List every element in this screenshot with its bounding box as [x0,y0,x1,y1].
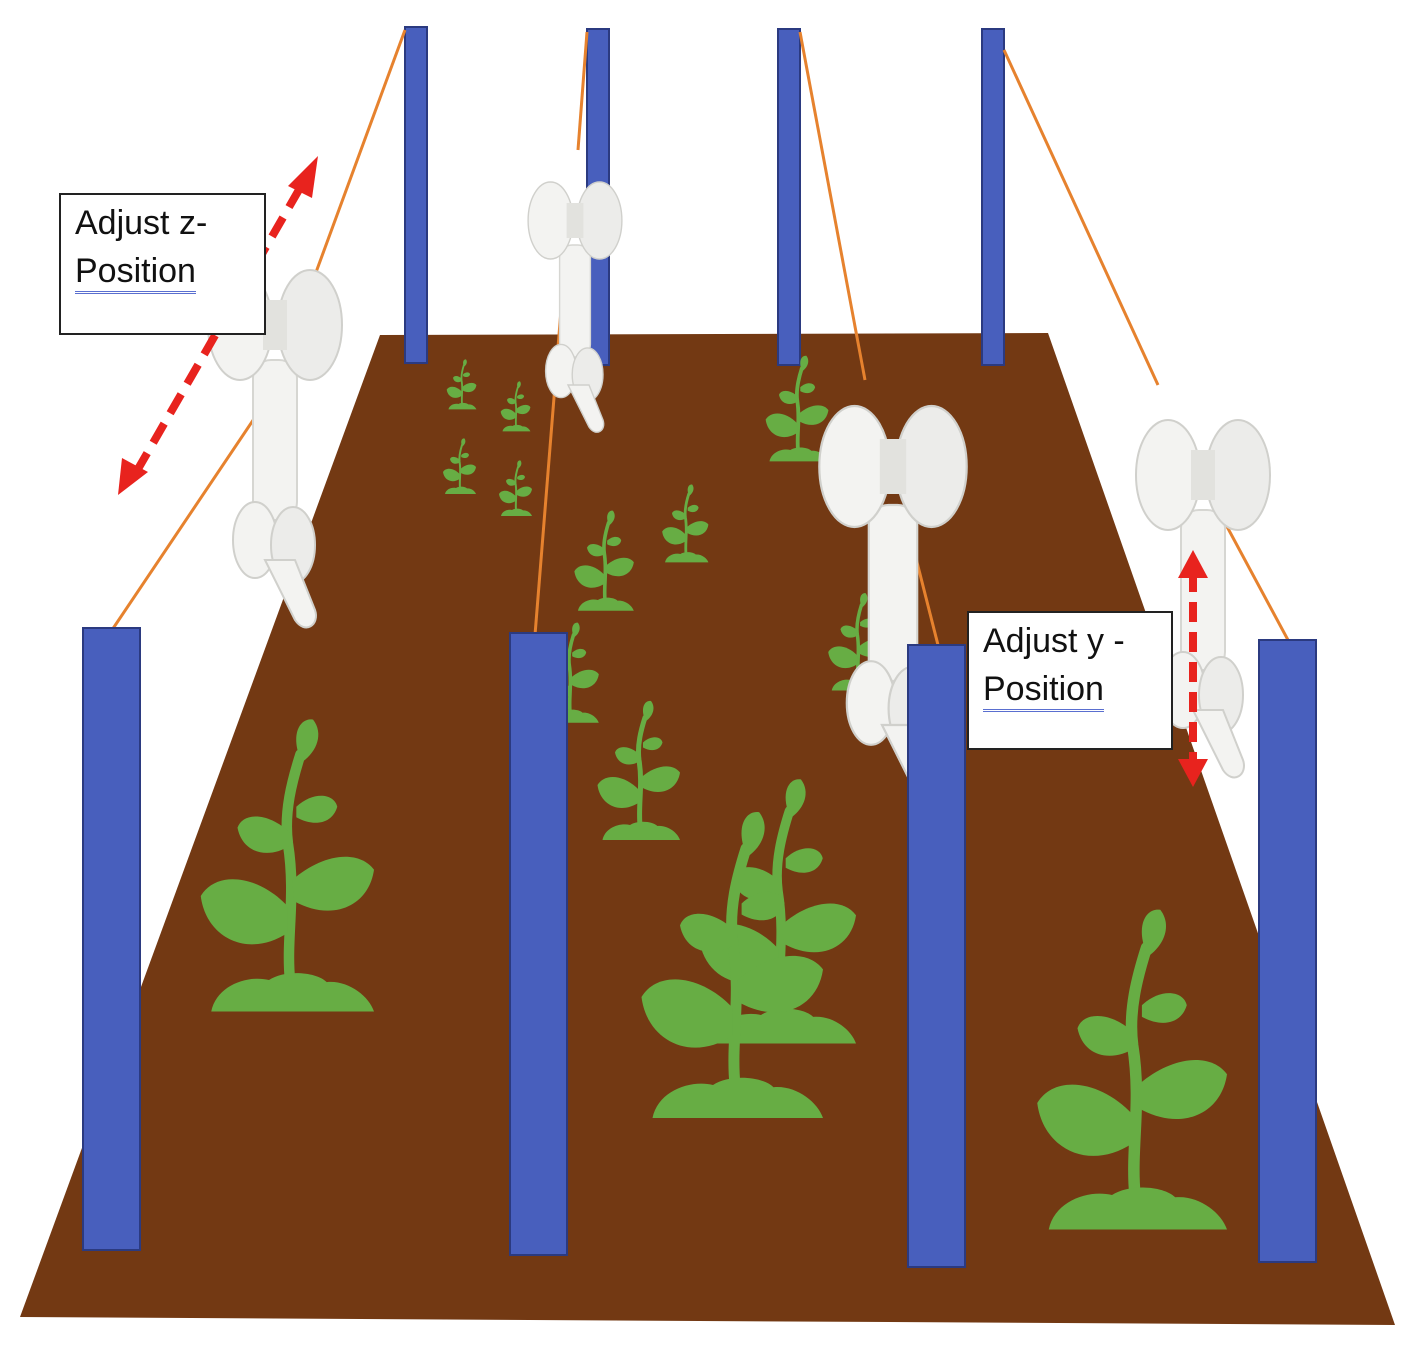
label-adjust-z: Adjust z- Position [59,193,266,335]
post-back-4 [982,29,1004,365]
label-adjust-z-line2: Position [75,251,196,294]
post-front-3 [908,645,965,1267]
post-back-3 [778,29,800,365]
label-adjust-z-line1: Adjust z- [75,199,250,247]
label-adjust-y: Adjust y - Position [967,611,1173,750]
post-front-2 [510,633,567,1255]
label-adjust-y-line1: Adjust y - [983,617,1157,665]
label-adjust-y-line2: Position [983,669,1104,712]
post-front-1 [83,628,140,1250]
post-back-1 [405,27,427,363]
post-front-4 [1259,640,1316,1262]
